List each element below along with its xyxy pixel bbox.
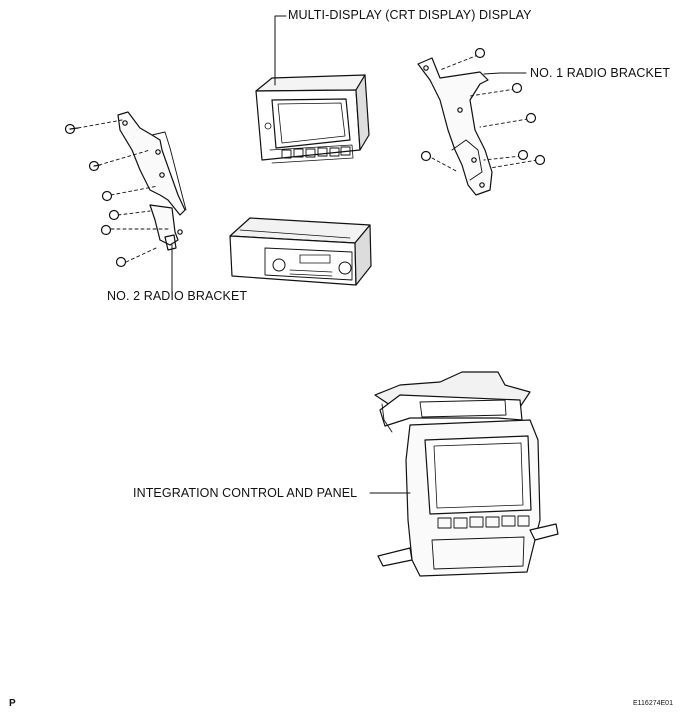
right-screws <box>420 47 546 173</box>
display-buttons <box>281 146 351 159</box>
multi-display-unit <box>255 74 370 164</box>
leader-lines <box>171 15 527 494</box>
page-mark: P <box>9 698 16 709</box>
integration-panel <box>374 371 559 577</box>
no2-radio-bracket <box>117 111 187 251</box>
no1-radio-bracket <box>417 57 493 196</box>
left-screws <box>64 119 171 268</box>
no2-radio-bracket-label: NO. 2 RADIO BRACKET <box>107 289 248 303</box>
no1-radio-bracket-label: NO. 1 RADIO BRACKET <box>530 66 671 80</box>
panel-buttons <box>437 515 530 529</box>
multi-display-label: MULTI-DISPLAY (CRT DISPLAY) DISPLAY <box>288 8 532 22</box>
figure-code: E116274E01 <box>633 700 673 707</box>
radio-unit <box>229 217 372 286</box>
integration-panel-label: INTEGRATION CONTROL AND PANEL <box>133 486 358 500</box>
